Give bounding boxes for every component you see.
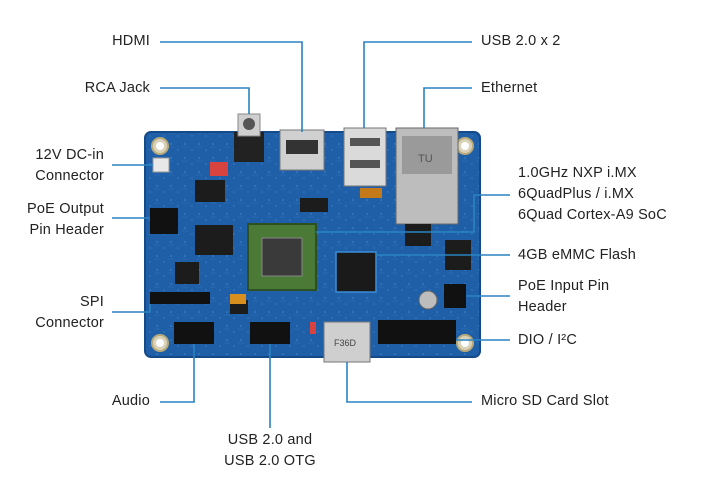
label-ethernet: Ethernet (481, 80, 538, 96)
jack-marking: TU (418, 153, 433, 165)
label-spi: SPI Connector (35, 294, 104, 331)
small-chips (175, 180, 471, 314)
hdmi-connector-component (279, 129, 325, 171)
bottom-headers (174, 320, 456, 344)
label-soc: 1.0GHz NXP i.MX 6QuadPlus / i.MX 6Quad C… (518, 165, 667, 223)
label-usb-2x2: USB 2.0 x 2 (481, 33, 561, 49)
label-rca-jack: RCA Jack (84, 80, 150, 96)
poe-output-header-component (150, 208, 178, 234)
soc-component (247, 223, 317, 291)
ethernet-jack-component: TU (395, 127, 459, 225)
microsd-slot-component: F36D (323, 321, 371, 363)
leader-hdmi (160, 41, 303, 132)
label-dc-in: 12V DC-in Connector (35, 147, 104, 184)
leader-rca (160, 87, 250, 114)
leader-soc (316, 194, 510, 233)
emmc-component (335, 251, 377, 293)
leader-audio (160, 344, 195, 403)
label-audio: Audio (111, 393, 150, 409)
leader-microsd (346, 362, 472, 403)
label-hdmi: HDMI (112, 33, 150, 49)
leader-ethernet (423, 87, 472, 128)
sd-marking: F36D (334, 338, 357, 348)
red-led (310, 322, 316, 334)
label-emmc: 4GB eMMC Flash (518, 247, 637, 263)
capacitor (418, 290, 438, 310)
label-poe-input: PoE Input Pin Header (518, 278, 610, 315)
leader-usb (363, 41, 472, 128)
red-component (210, 162, 228, 176)
leader-spi (112, 304, 151, 313)
label-dio-i2c: DIO / I²C (518, 332, 577, 348)
mounting-holes (151, 137, 474, 352)
poe-input-header-component (444, 284, 466, 308)
spi-header-component (150, 292, 246, 304)
label-usb-otg: USB 2.0 and USB 2.0 OTG (224, 432, 316, 469)
label-microsd: Micro SD Card Slot (481, 393, 609, 409)
usb-connector-component (343, 127, 387, 198)
label-poe-output: PoE Output Pin Header (27, 201, 104, 238)
rca-jack-component (234, 113, 264, 162)
